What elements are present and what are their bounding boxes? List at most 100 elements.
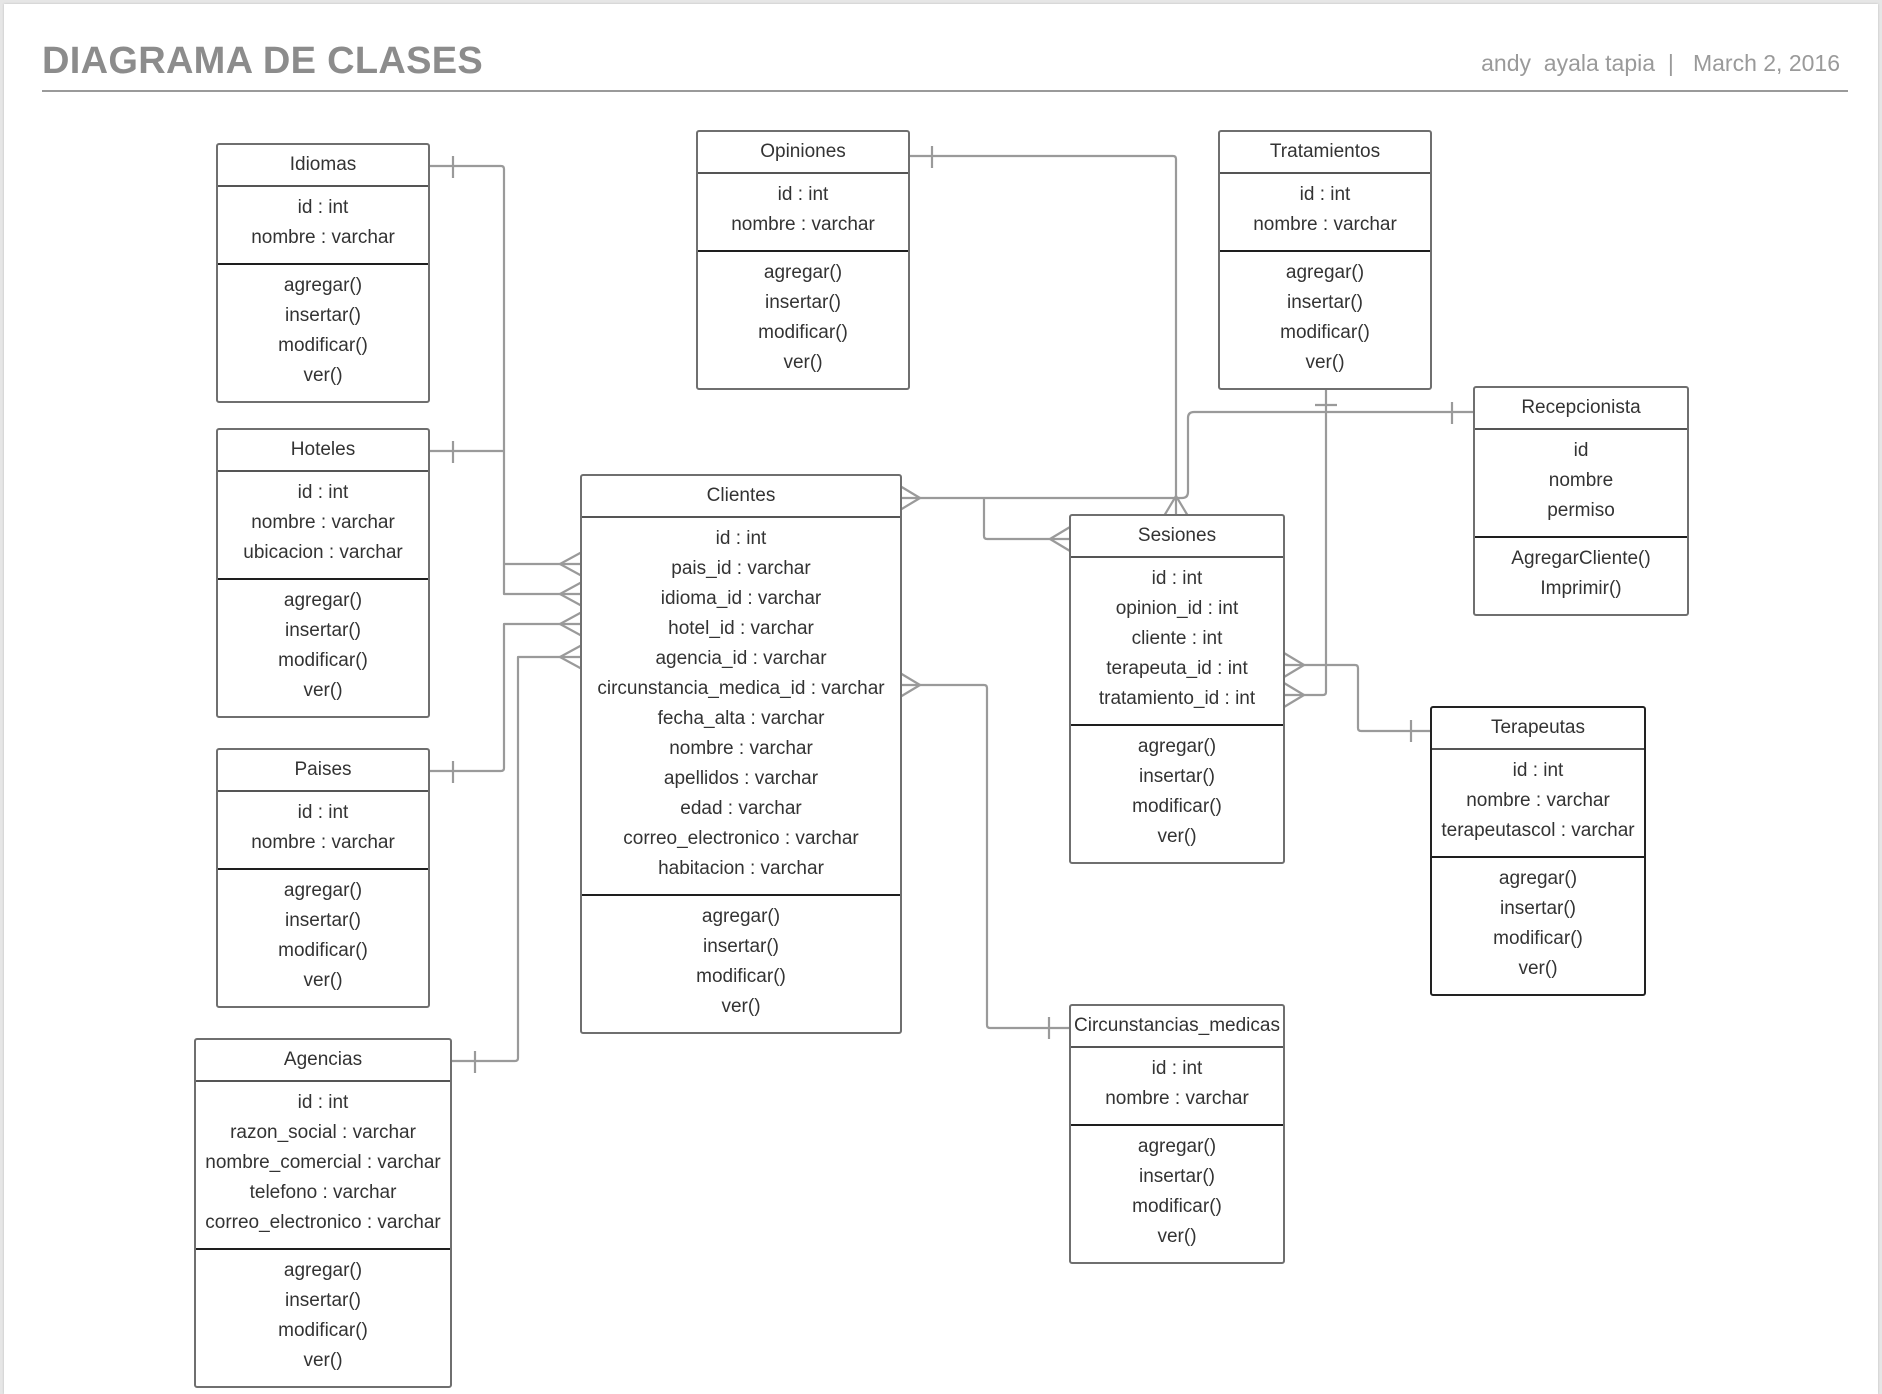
attribute-correo: correo_electronico : varchar	[623, 828, 859, 849]
method-agregar: agregar()	[283, 275, 363, 296]
method-list: AgregarCliente() Imprimir()	[1475, 538, 1687, 614]
method-insertar: insertar()	[1286, 292, 1363, 313]
class-hoteles: Hoteles id : int nombre : varchar ubicac…	[216, 428, 430, 718]
method-list: agregar() insertar() modificar() ver()	[582, 896, 900, 1032]
method-agregar: agregar()	[1137, 1136, 1217, 1157]
class-name: Circunstancias_medicas	[1071, 1006, 1283, 1048]
page-meta: andy ayala tapia | March 2, 2016	[1481, 50, 1840, 77]
attribute-id: id : int	[1151, 1058, 1203, 1079]
attribute-nombre-comercial: nombre_comercial : varchar	[205, 1152, 441, 1173]
attribute-circunstancia-medica-id: circunstancia_medica_id : varchar	[597, 678, 885, 699]
connector-hoteles-clientes	[429, 449, 582, 566]
attribute-list: id : int nombre : varchar	[1071, 1048, 1283, 1126]
many-marker-clientes-4	[558, 644, 583, 670]
attribute-nombre: nombre : varchar	[1105, 1088, 1249, 1109]
method-agregar: agregar()	[1137, 736, 1217, 757]
method-agregar: agregar()	[283, 1260, 363, 1281]
method-insertar: insertar()	[284, 305, 361, 326]
connector-terapeutas-sesiones	[1284, 663, 1432, 733]
method-list: agregar() insertar() modificar() ver()	[1071, 1126, 1283, 1262]
attribute-nombre: nombre : varchar	[731, 214, 875, 235]
attribute-id: id : int	[297, 802, 349, 823]
method-ver: ver()	[1518, 958, 1558, 979]
attribute-telefono: telefono : varchar	[249, 1182, 397, 1203]
attribute-id: id : int	[1299, 184, 1351, 205]
connector-clientes-sesiones	[982, 498, 1070, 541]
attribute-tratamiento-id: tratamiento_id : int	[1098, 688, 1256, 709]
class-tratamientos: Tratamientos id : int nombre : varchar a…	[1218, 130, 1432, 390]
method-list: agregar() insertar() modificar() ver()	[698, 252, 908, 388]
attribute-cliente: cliente : int	[1131, 628, 1223, 649]
attribute-terapeutascol: terapeutascol : varchar	[1441, 820, 1635, 841]
attribute-hotel-id: hotel_id : varchar	[668, 618, 814, 639]
meta-separator: |	[1667, 50, 1674, 76]
method-modificar: modificar()	[278, 1320, 368, 1341]
class-agencias: Agencias id : int razon_social : varchar…	[194, 1038, 452, 1388]
relationship-connectors	[429, 146, 1474, 1073]
attribute-permiso: permiso	[1547, 500, 1615, 521]
class-name: Agencias	[196, 1040, 450, 1082]
method-list: agregar() insertar() modificar() ver()	[218, 580, 428, 716]
method-list: agregar() insertar() modificar() ver()	[1432, 858, 1644, 994]
header-divider	[42, 90, 1848, 92]
method-imprimir: Imprimir()	[1540, 578, 1622, 599]
method-list: agregar() insertar() modificar() ver()	[1071, 726, 1283, 862]
class-sesiones: Sesiones id : int opinion_id : int clien…	[1069, 514, 1285, 864]
method-ver: ver()	[783, 352, 823, 373]
method-list: agregar() insertar() modificar() ver()	[1220, 252, 1430, 388]
many-marker-sesiones-left	[1048, 526, 1071, 552]
method-modificar: modificar()	[758, 322, 848, 343]
method-modificar: modificar()	[278, 650, 368, 671]
attribute-nombre: nombre : varchar	[251, 227, 395, 248]
method-agregar: agregar()	[283, 590, 363, 611]
attribute-id: id : int	[297, 1092, 349, 1113]
class-name: Hoteles	[218, 430, 428, 472]
class-name: Opiniones	[698, 132, 908, 174]
class-name: Paises	[218, 750, 428, 792]
method-insertar: insertar()	[764, 292, 841, 313]
class-name: Terapeutas	[1432, 708, 1644, 750]
class-circunstancias-medicas: Circunstancias_medicas id : int nombre :…	[1069, 1004, 1285, 1264]
attribute-nombre: nombre : varchar	[251, 832, 395, 853]
method-ver: ver()	[303, 365, 343, 386]
attribute-nombre: nombre : varchar	[1253, 214, 1397, 235]
attribute-id: id : int	[297, 197, 349, 218]
many-marker-sesiones-top	[1163, 494, 1189, 517]
many-marker-sesiones-terapeuta	[1283, 652, 1306, 678]
class-name: Tratamientos	[1220, 132, 1430, 174]
diagram-date: March 2, 2016	[1692, 50, 1840, 76]
method-insertar: insertar()	[1138, 766, 1215, 787]
class-name: Idiomas	[218, 145, 428, 187]
attribute-terapeuta-id: terapeuta_id : int	[1106, 658, 1248, 679]
attribute-id: id : int	[777, 184, 829, 205]
method-modificar: modificar()	[278, 335, 368, 356]
method-insertar: insertar()	[284, 910, 361, 931]
class-name: Clientes	[582, 476, 900, 518]
method-agregar-cliente: AgregarCliente()	[1511, 548, 1651, 569]
attribute-apellidos: apellidos : varchar	[663, 768, 819, 789]
method-insertar: insertar()	[1138, 1166, 1215, 1187]
many-marker-clientes-2	[558, 581, 583, 607]
method-modificar: modificar()	[278, 940, 368, 961]
attribute-agencia-id: agencia_id : varchar	[655, 648, 827, 669]
attribute-nombre: nombre	[1548, 470, 1614, 491]
attribute-id: id : int	[1151, 568, 1203, 589]
method-ver: ver()	[303, 680, 343, 701]
method-ver: ver()	[1305, 352, 1345, 373]
attribute-razon-social: razon_social : varchar	[230, 1122, 416, 1143]
method-modificar: modificar()	[1280, 322, 1370, 343]
method-agregar: agregar()	[1285, 262, 1365, 283]
connector-tratamientos-sesiones	[1284, 384, 1328, 697]
attribute-list: id : int nombre : varchar	[218, 187, 428, 265]
attribute-fecha-alta: fecha_alta : varchar	[657, 708, 825, 729]
attribute-nombre: nombre : varchar	[251, 512, 395, 533]
method-insertar: insertar()	[284, 620, 361, 641]
class-idiomas: Idiomas id : int nombre : varchar agrega…	[216, 143, 430, 403]
method-ver: ver()	[1157, 1226, 1197, 1247]
method-ver: ver()	[303, 1350, 343, 1371]
method-agregar: agregar()	[1498, 868, 1578, 889]
class-opiniones: Opiniones id : int nombre : varchar agre…	[696, 130, 910, 390]
attribute-id: id : int	[297, 482, 349, 503]
attribute-pais-id: pais_id : varchar	[671, 558, 811, 579]
method-list: agregar() insertar() modificar() ver()	[218, 265, 428, 401]
